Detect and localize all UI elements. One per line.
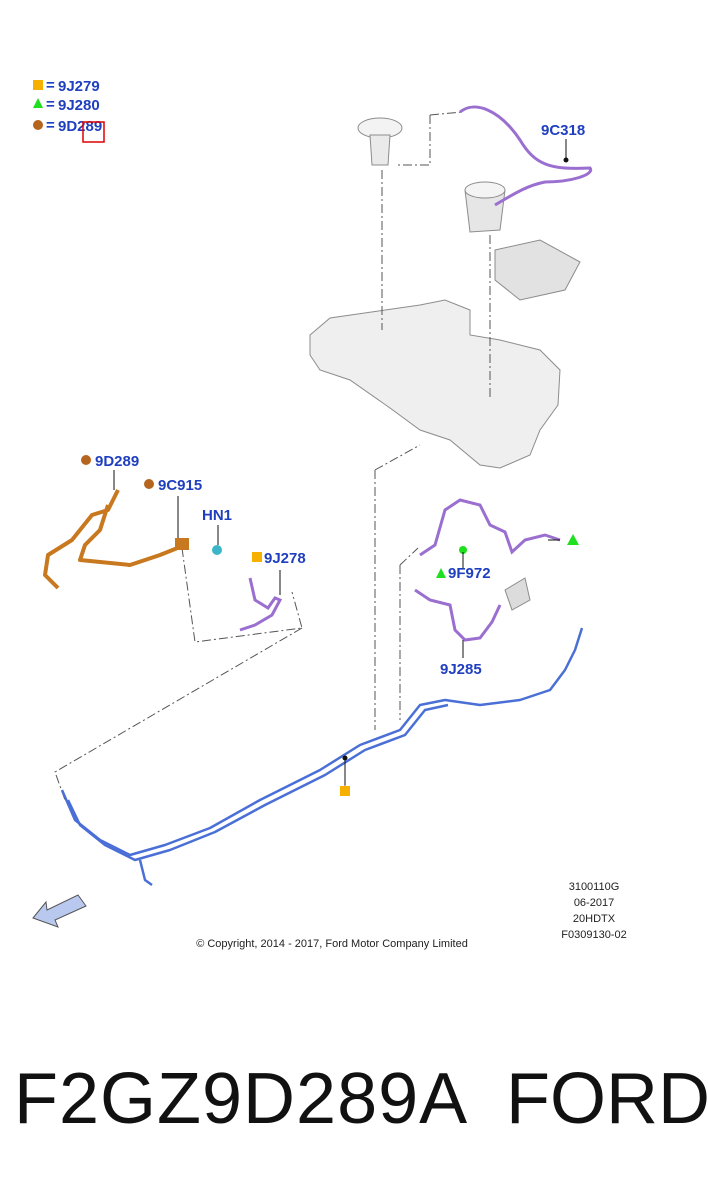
brand-name: FORD bbox=[506, 1059, 708, 1139]
legend-label-9j279: 9J279 bbox=[58, 78, 100, 95]
legend-label-9j280: 9J280 bbox=[58, 97, 100, 114]
footer: F2GZ9D289A FORD bbox=[0, 1040, 708, 1160]
svg-text:=: = bbox=[46, 77, 55, 94]
callout-9d289: 9D289 bbox=[95, 453, 139, 470]
callout-9c318: 9C318 bbox=[541, 122, 585, 139]
legend: = 9J279 = 9J280 = 9D289 bbox=[33, 77, 105, 143]
canister bbox=[494, 239, 581, 301]
info-code: 3100110G bbox=[569, 881, 620, 893]
direction-arrow-icon bbox=[32, 894, 87, 928]
callout-9j278: 9J278 bbox=[264, 550, 306, 567]
green-marker-icon bbox=[567, 534, 579, 545]
sender-unit bbox=[369, 134, 391, 166]
connector-9c915 bbox=[175, 538, 189, 550]
callout-9f972: 9F972 bbox=[448, 565, 491, 582]
line-9c318 bbox=[459, 105, 593, 207]
reference-lines bbox=[54, 111, 491, 801]
fuel-tank-assembly bbox=[309, 117, 581, 611]
info-model: 20HDTX bbox=[573, 913, 616, 925]
highlight-box bbox=[82, 121, 105, 143]
info-date: 06-2017 bbox=[574, 897, 614, 909]
part-number: F2GZ9D289A bbox=[14, 1059, 469, 1139]
copyright-notice: © Copyright, 2014 - 2017, Ford Motor Com… bbox=[196, 938, 468, 950]
info-figure: F0309130-02 bbox=[561, 929, 626, 941]
orange-marker-icon bbox=[81, 455, 91, 465]
yellow-marker-icon bbox=[252, 552, 262, 562]
tube-9f972 bbox=[419, 498, 561, 557]
green-marker-icon bbox=[436, 568, 446, 578]
legend-label-9d289: 9D289 bbox=[58, 118, 102, 135]
svg-text:=: = bbox=[46, 96, 55, 113]
fuel-lines-9j279 bbox=[60, 627, 584, 887]
tube-9j285 bbox=[414, 588, 502, 642]
legend-circle-icon bbox=[33, 120, 43, 130]
tube-9d289 bbox=[43, 489, 186, 590]
legend-square-icon bbox=[33, 80, 43, 90]
callout-9j285: 9J285 bbox=[440, 661, 482, 678]
callout-9c915: 9C915 bbox=[158, 477, 202, 494]
fuel-tank bbox=[309, 299, 561, 469]
yellow-marker-icon bbox=[340, 786, 350, 796]
fuel-system-diagram: = 9J279 = 9J280 = 9D289 9C318 bbox=[32, 77, 627, 950]
clip-hn1 bbox=[212, 545, 222, 555]
callout-hn1: HN1 bbox=[202, 507, 232, 524]
orange-marker-icon bbox=[144, 479, 154, 489]
legend-triangle-icon bbox=[33, 98, 43, 108]
tube-9j278 bbox=[239, 577, 283, 632]
svg-text:=: = bbox=[46, 117, 55, 134]
bracket bbox=[504, 577, 531, 611]
